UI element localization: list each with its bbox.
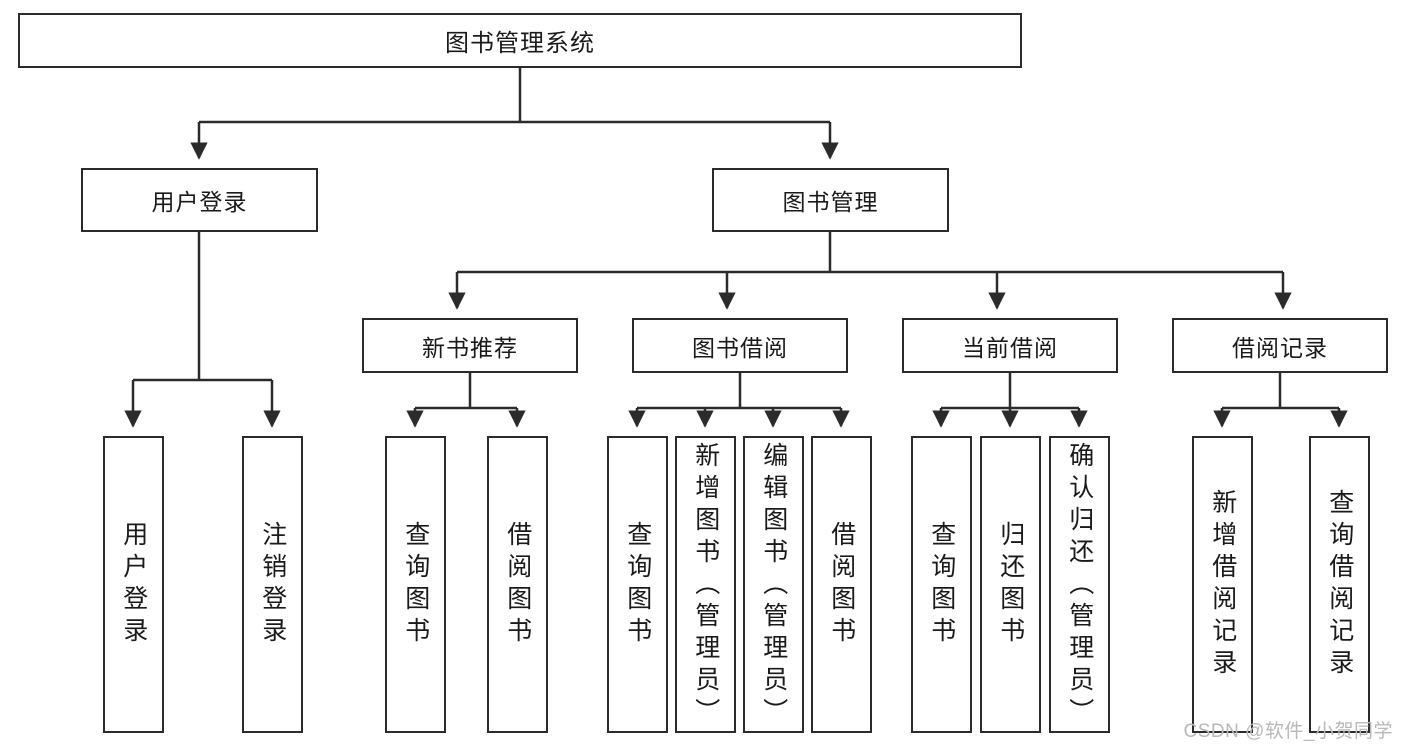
leaf-add-borrow-record[interactable]: 新增借阅记录: [1192, 436, 1253, 733]
node-user-login[interactable]: 用户登录: [81, 168, 318, 232]
leaf-label: 查询图书: [927, 520, 956, 649]
leaf-confirm-return-admin[interactable]: 确认归还（管理员）: [1049, 436, 1110, 733]
leaf-logout[interactable]: 注销登录: [242, 436, 303, 733]
leaf-query-book-recommend[interactable]: 查询图书: [385, 436, 446, 733]
node-label: 图书借阅: [692, 334, 788, 361]
node-label: 当前借阅: [962, 334, 1058, 361]
node-label: 新书推荐: [422, 334, 518, 361]
leaf-label: 注销登录: [258, 520, 287, 649]
leaf-text-wrap: 查询图书: [609, 438, 666, 731]
leaf-query-borrow-record[interactable]: 查询借阅记录: [1309, 436, 1370, 733]
leaf-text-wrap: 查询图书: [913, 438, 970, 731]
leaf-text-wrap: 注销登录: [244, 438, 301, 731]
leaf-text-wrap: 新增图书（管理员）: [677, 438, 734, 735]
node-label: 图书管理系统: [445, 30, 595, 57]
leaf-return-book[interactable]: 归还图书: [980, 436, 1041, 733]
node-label: 用户登录: [151, 189, 248, 215]
leaf-label: 归还图书: [996, 520, 1025, 649]
leaf-text-wrap: 新增借阅记录: [1194, 438, 1251, 731]
leaf-borrow-book-recommend[interactable]: 借阅图书: [487, 436, 548, 733]
leaf-label: 编辑图书（管理员）: [759, 442, 788, 730]
leaf-add-book-admin[interactable]: 新增图书（管理员）: [675, 436, 736, 733]
leaf-edit-book-admin[interactable]: 编辑图书（管理员）: [743, 436, 804, 733]
leaf-text-wrap: 查询借阅记录: [1311, 438, 1368, 731]
node-new-book-recommend[interactable]: 新书推荐: [362, 318, 578, 373]
leaf-label: 借阅图书: [827, 520, 856, 649]
leaf-text-wrap: 查询图书: [387, 438, 444, 731]
leaf-text-wrap: 编辑图书（管理员）: [745, 438, 802, 735]
node-book-management[interactable]: 图书管理: [712, 168, 949, 232]
leaf-label: 借阅图书: [503, 520, 532, 649]
leaf-label: 新增图书（管理员）: [691, 442, 720, 730]
leaf-text-wrap: 归还图书: [982, 438, 1039, 731]
leaf-text-wrap: 借阅图书: [813, 438, 870, 731]
leaf-label: 查询图书: [401, 520, 430, 649]
leaf-text-wrap: 借阅图书: [489, 438, 546, 731]
leaf-user-login[interactable]: 用户登录: [103, 436, 164, 733]
leaf-label: 查询借阅记录: [1325, 488, 1354, 681]
leaf-label: 新增借阅记录: [1208, 488, 1237, 681]
leaf-query-book-borrow[interactable]: 查询图书: [607, 436, 668, 733]
node-borrow-record[interactable]: 借阅记录: [1172, 318, 1388, 373]
leaf-label: 查询图书: [623, 520, 652, 649]
node-label: 图书管理: [782, 189, 879, 215]
node-label: 借阅记录: [1232, 334, 1328, 361]
leaf-query-book-current[interactable]: 查询图书: [911, 436, 972, 733]
leaf-borrow-book[interactable]: 借阅图书: [811, 436, 872, 733]
csdn-watermark: CSDN @软件_小贺同学: [1183, 721, 1393, 742]
leaf-label: 用户登录: [119, 520, 148, 649]
node-root-system[interactable]: 图书管理系统: [18, 13, 1022, 68]
node-current-borrow[interactable]: 当前借阅: [902, 318, 1118, 373]
leaf-label: 确认归还（管理员）: [1065, 442, 1094, 730]
leaf-text-wrap: 确认归还（管理员）: [1051, 438, 1108, 735]
leaf-text-wrap: 用户登录: [105, 438, 162, 731]
node-book-borrow[interactable]: 图书借阅: [632, 318, 848, 373]
